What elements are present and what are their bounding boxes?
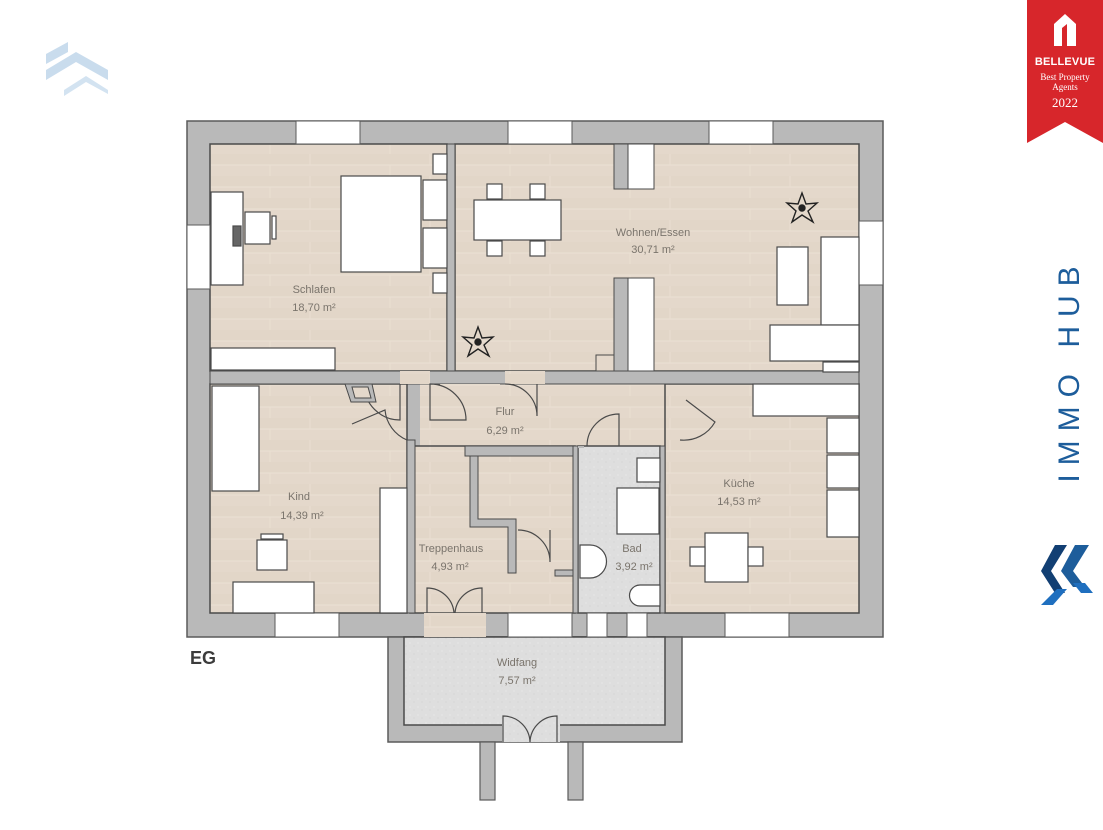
room-area-treppenhaus: 4,93 m² xyxy=(431,561,469,573)
bellevue-award-badge: BELLEVUE Best Property Agents 2022 xyxy=(1027,0,1103,143)
house-icon xyxy=(1054,14,1076,46)
room-area-kind: 14,39 m² xyxy=(280,510,324,522)
windows xyxy=(186,120,884,638)
room-name-kueche: Küche xyxy=(723,478,754,490)
room-area-flur: 6,29 m² xyxy=(486,425,524,437)
room-area-schlafen: 18,70 m² xyxy=(292,302,336,314)
room-name-kind: Kind xyxy=(288,491,310,503)
room-name-flur: Flur xyxy=(496,406,515,418)
room-area-kueche: 14,53 m² xyxy=(717,496,761,508)
badge-year: 2022 xyxy=(1052,95,1078,110)
room-name-bad: Bad xyxy=(622,543,642,555)
brand-name: IMMO HUB xyxy=(1053,257,1086,483)
badge-subtitle-2: Agents xyxy=(1052,82,1078,92)
room-name-windfang: Widfang xyxy=(497,657,537,669)
room-labels: Schlafen 18,70 m² Wohnen/Essen 30,71 m² … xyxy=(280,227,761,687)
chevron-logo-icon xyxy=(1041,545,1093,605)
room-name-treppenhaus: Treppenhaus xyxy=(419,543,484,555)
plant-icon xyxy=(460,190,820,358)
room-area-wohnen: 30,71 m² xyxy=(631,244,675,256)
room-area-windfang: 7,57 m² xyxy=(498,675,536,687)
floor-level-label: EG xyxy=(190,648,217,668)
badge-subtitle-1: Best Property xyxy=(1040,72,1090,82)
badge-ribbon-shape xyxy=(1027,0,1103,143)
room-area-bad: 3,92 m² xyxy=(615,561,653,573)
faded-chevron-logo-icon xyxy=(46,42,108,96)
room-name-wohnen: Wohnen/Essen xyxy=(616,227,690,239)
room-name-schlafen: Schlafen xyxy=(293,284,336,296)
furniture xyxy=(210,153,860,614)
badge-title: BELLEVUE xyxy=(1034,56,1096,68)
